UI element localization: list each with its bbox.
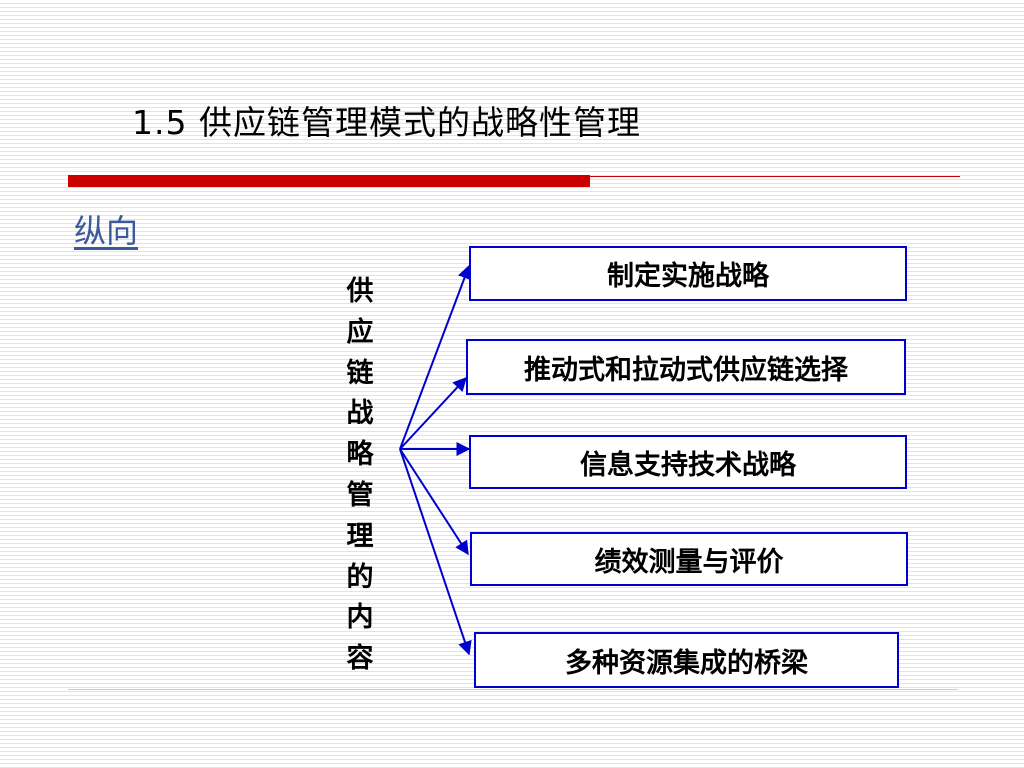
arrow-to-item-4 xyxy=(399,448,469,556)
strategy-box-label: 多种资源集成的桥梁 xyxy=(565,647,808,679)
vertical-link[interactable]: 纵向 xyxy=(74,212,139,250)
vertical-label-char: 战 xyxy=(346,398,374,430)
strategy-box-label: 绩效测量与评价 xyxy=(594,546,784,578)
vertical-label-char: 的 xyxy=(346,561,374,593)
vertical-label-char: 略 xyxy=(346,439,374,471)
strategy-box-information-tech: 信息支持技术战略 xyxy=(469,435,907,489)
vertical-label-char: 容 xyxy=(346,643,374,675)
vertical-label-char: 理 xyxy=(346,520,374,552)
strategy-box-label: 推动式和拉动式供应链选择 xyxy=(524,354,848,386)
strategy-box-performance: 绩效测量与评价 xyxy=(470,532,908,586)
arrow-to-item-2 xyxy=(399,376,467,450)
strategy-box-implementation: 制定实施战略 xyxy=(469,246,907,301)
strategy-box-label: 制定实施战略 xyxy=(607,261,769,292)
vertical-label-char: 应 xyxy=(346,316,374,348)
vertical-label-char: 管 xyxy=(346,479,374,511)
vertical-label-char: 供 xyxy=(346,276,374,307)
vertical-content-label: 供 应 链 战 略 管 理 的 内 容 xyxy=(340,272,380,680)
arrow-to-item-5 xyxy=(399,448,472,656)
slide-title: 1.5 供应链管理模式的战略性管理 xyxy=(132,103,641,142)
title-rule xyxy=(590,176,960,177)
footer-rule xyxy=(68,689,958,690)
vertical-label-char: 内 xyxy=(346,602,374,634)
strategy-box-push-pull: 推动式和拉动式供应链选择 xyxy=(466,339,906,395)
vertical-label-char: 链 xyxy=(346,357,374,389)
arrow-to-item-1 xyxy=(399,264,472,450)
strategy-box-label: 信息支持技术战略 xyxy=(580,449,796,481)
title-accent-bar xyxy=(68,175,590,187)
strategy-box-resource-bridge: 多种资源集成的桥梁 xyxy=(474,632,899,688)
